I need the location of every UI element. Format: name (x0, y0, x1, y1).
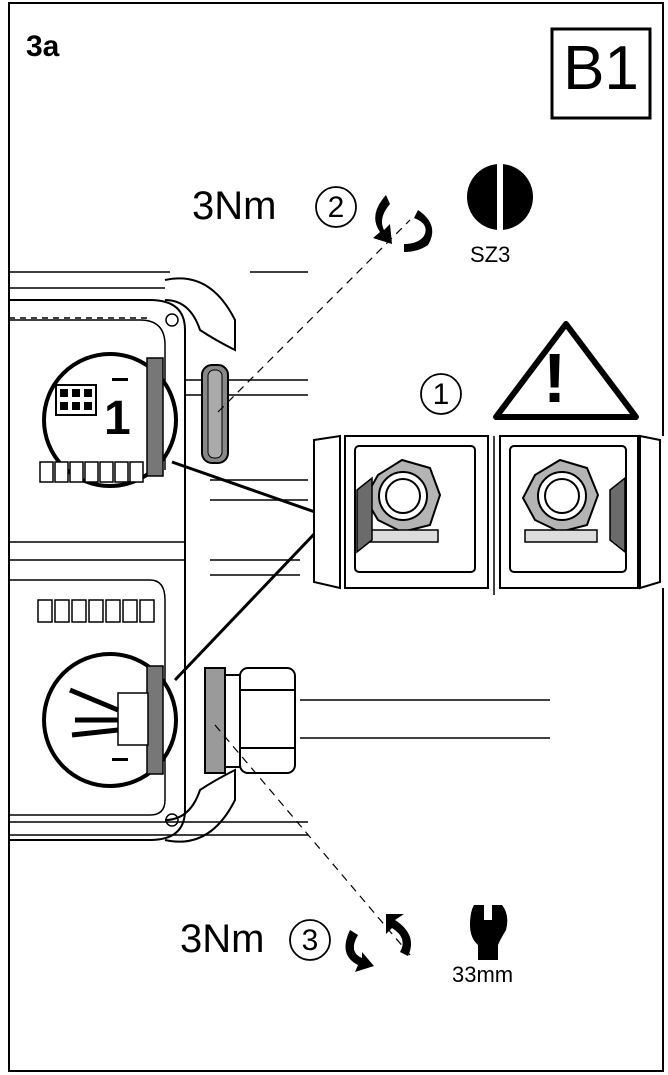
detail-label: 1 (104, 392, 131, 445)
detail-circle-lower (42, 652, 178, 788)
open-wrench-icon (470, 905, 508, 960)
step2-number: 2 (327, 191, 345, 224)
section-label: B1 (563, 34, 639, 103)
rotate-arrow-icon-2 (373, 195, 433, 252)
torque-value-step3: 3Nm (180, 917, 265, 961)
leader-line-lower (173, 528, 320, 682)
slotted-screwdriver-icon (467, 162, 533, 232)
wrench-size: 33mm (452, 962, 514, 987)
rotate-arrow-icon-3 (345, 914, 412, 972)
blank-plug (201, 364, 229, 464)
step3-circle (289, 919, 331, 961)
detail-circle-upper (42, 352, 178, 488)
screwdriver-size: SZ3 (470, 242, 511, 267)
step3-number: 3 (301, 924, 319, 957)
warning-exclamation: ! (543, 339, 567, 417)
terminal-block-lower (37, 599, 155, 623)
step-label: 3a (26, 30, 60, 63)
leader-line-upper (171, 460, 316, 514)
torque-value-step2: 3Nm (192, 184, 277, 228)
step2-circle (315, 186, 357, 228)
warning-triangle-icon (493, 321, 639, 420)
zoom-panel (313, 434, 668, 595)
dashed-leader-2 (217, 219, 411, 413)
section-box (550, 27, 652, 120)
terminal-block-upper (39, 461, 144, 483)
step1-circle (420, 373, 462, 415)
step1-number: 1 (432, 378, 450, 411)
cable-gland (204, 667, 296, 774)
